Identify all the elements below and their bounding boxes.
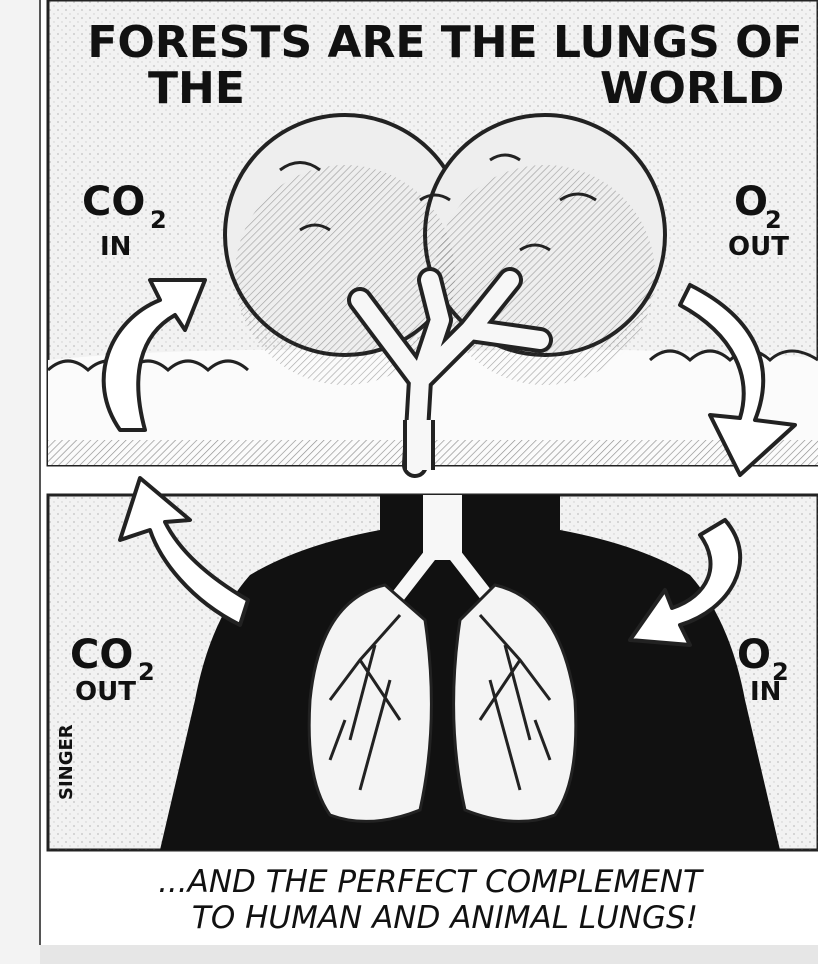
caption-panel: ...AND THE PERFECT COMPLEMENT TO HUMAN A… — [158, 864, 704, 936]
title-line-1: FORESTS ARE THE LUNGS OF — [87, 17, 802, 68]
caption-line-1: ...AND THE PERFECT COMPLEMENT — [158, 864, 704, 900]
caption-line-2: TO HUMAN AND ANIMAL LUNGS! — [192, 900, 698, 936]
svg-text:CO: CO — [82, 179, 145, 225]
svg-text:2: 2 — [765, 206, 782, 234]
artist-signature: SINGER — [56, 724, 77, 800]
top-panel: FORESTS ARE THE LUNGS OF THE WORLD CO 2 … — [48, 0, 818, 475]
title-the: THE — [148, 63, 245, 114]
svg-text:2: 2 — [138, 658, 155, 686]
svg-text:IN: IN — [100, 232, 131, 262]
svg-text:2: 2 — [150, 206, 167, 234]
svg-text:OUT: OUT — [75, 677, 136, 707]
title-world: WORLD — [600, 63, 784, 114]
svg-text:O: O — [734, 179, 768, 225]
svg-text:OUT: OUT — [728, 232, 789, 262]
svg-text:O: O — [737, 632, 771, 678]
svg-text:IN: IN — [750, 677, 781, 707]
bottom-panel: CO 2 OUT O 2 IN SINGER — [48, 478, 818, 850]
svg-text:CO: CO — [70, 632, 133, 678]
